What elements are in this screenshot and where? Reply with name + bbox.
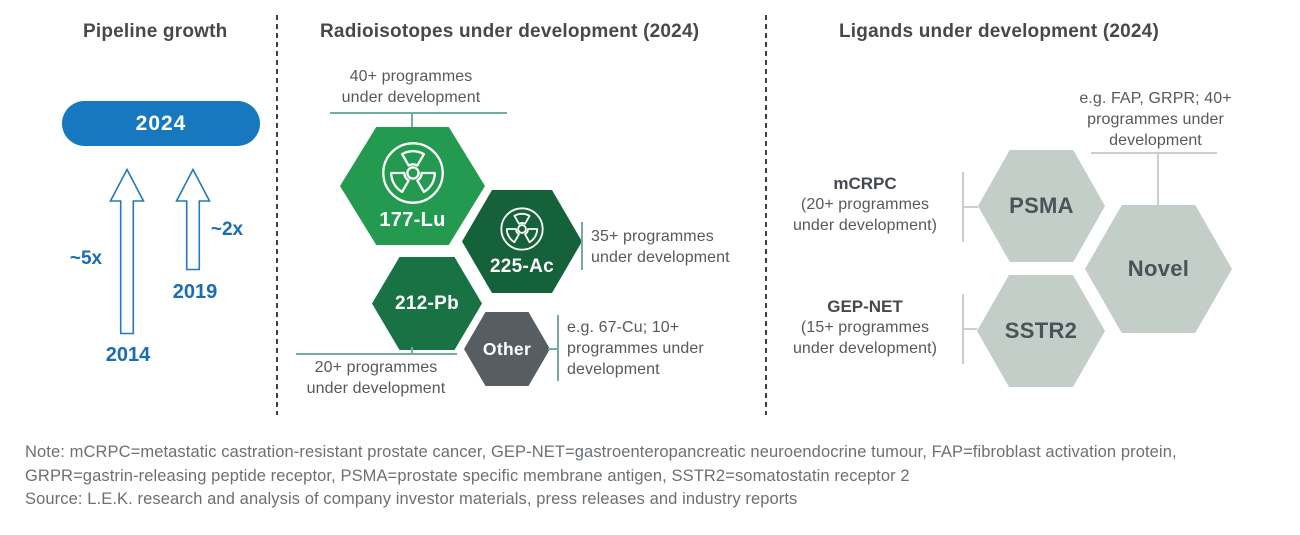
hex-novel-label: Novel bbox=[1127, 256, 1190, 281]
annotation-psma-heading: mCRPC bbox=[833, 174, 897, 193]
annotation-psma: mCRPC (20+ programmes under development) bbox=[770, 174, 960, 236]
connector-line-177lu bbox=[330, 112, 507, 114]
bracket-sstr2-h bbox=[963, 328, 977, 330]
section-divider-left bbox=[276, 15, 278, 415]
annotation-psma-detail: (20+ programmes under development) bbox=[792, 196, 938, 234]
hex-other: Other bbox=[464, 312, 550, 386]
bracket-psma-v bbox=[962, 172, 964, 242]
growth-arrow-short-icon bbox=[175, 168, 211, 271]
connector-line-novel-h bbox=[1091, 152, 1217, 154]
section-divider-right bbox=[765, 15, 767, 415]
annotation-novel: e.g. FAP, GRPR; 40+ programmes under dev… bbox=[1079, 90, 1232, 149]
connector-line-225ac bbox=[581, 222, 583, 270]
multiplier-2x-label: ~2x bbox=[210, 219, 244, 240]
growth-arrow-tall-icon bbox=[109, 168, 145, 335]
radioisotopes-title: Radioisotopes under development (2024) bbox=[320, 21, 700, 42]
annotation-other: e.g. 67-Cu; 10+ programmes under develop… bbox=[567, 319, 704, 378]
bracket-psma-h bbox=[963, 206, 978, 208]
hex-sstr2-label: SSTR2 bbox=[1004, 318, 1078, 343]
multiplier-5x-label: ~5x bbox=[69, 248, 103, 269]
connector-tick-212pb bbox=[411, 347, 413, 354]
footer-note: Note: mCRPC=metastatic castration-resist… bbox=[25, 443, 1177, 485]
year-2019-label: 2019 bbox=[172, 281, 218, 303]
connector-line-212pb bbox=[296, 353, 457, 355]
annotation-sstr2-detail: (15+ programmes under development) bbox=[792, 319, 938, 357]
annotation-177lu: 40+ programmes under development bbox=[341, 68, 481, 106]
hex-225ac-label: 225-Ac bbox=[489, 255, 555, 277]
connector-tick-177lu bbox=[411, 113, 413, 127]
hex-other-label: Other bbox=[482, 338, 532, 359]
hex-psma-label: PSMA bbox=[1009, 193, 1074, 218]
pipeline-growth-title: Pipeline growth bbox=[83, 21, 228, 42]
annotation-212pb: 20+ programmes under development bbox=[306, 359, 446, 397]
hex-177lu: 177-Lu bbox=[340, 127, 485, 245]
bracket-sstr2-v bbox=[962, 294, 964, 364]
hex-212pb: 212-Pb bbox=[372, 257, 482, 350]
ligands-title: Ligands under development (2024) bbox=[839, 21, 1159, 42]
year-2024-pill: 2024 bbox=[62, 101, 260, 146]
connector-stub-other bbox=[548, 348, 558, 350]
annotation-sstr2-heading: GEP-NET bbox=[827, 297, 903, 316]
year-2024-pill-label: 2024 bbox=[135, 111, 187, 135]
hex-sstr2: SSTR2 bbox=[977, 275, 1105, 387]
footer: Note: mCRPC=metastatic castration-resist… bbox=[25, 441, 1283, 512]
footer-source: Source: L.E.K. research and analysis of … bbox=[25, 490, 798, 508]
connector-line-other bbox=[557, 315, 559, 381]
connector-line-novel-v bbox=[1157, 153, 1159, 206]
hex-225ac: 225-Ac bbox=[462, 190, 582, 293]
hex-psma: PSMA bbox=[978, 150, 1105, 262]
annotation-225ac: 35+ programmes under development bbox=[591, 228, 730, 266]
hex-177lu-label: 177-Lu bbox=[379, 209, 446, 231]
radiation-icon bbox=[380, 140, 446, 206]
radiation-icon bbox=[499, 206, 545, 252]
hex-212pb-label: 212-Pb bbox=[394, 292, 460, 314]
year-2014-label: 2014 bbox=[105, 344, 151, 366]
hex-novel: Novel bbox=[1085, 205, 1232, 333]
annotation-sstr2: GEP-NET (15+ programmes under developmen… bbox=[770, 297, 960, 359]
